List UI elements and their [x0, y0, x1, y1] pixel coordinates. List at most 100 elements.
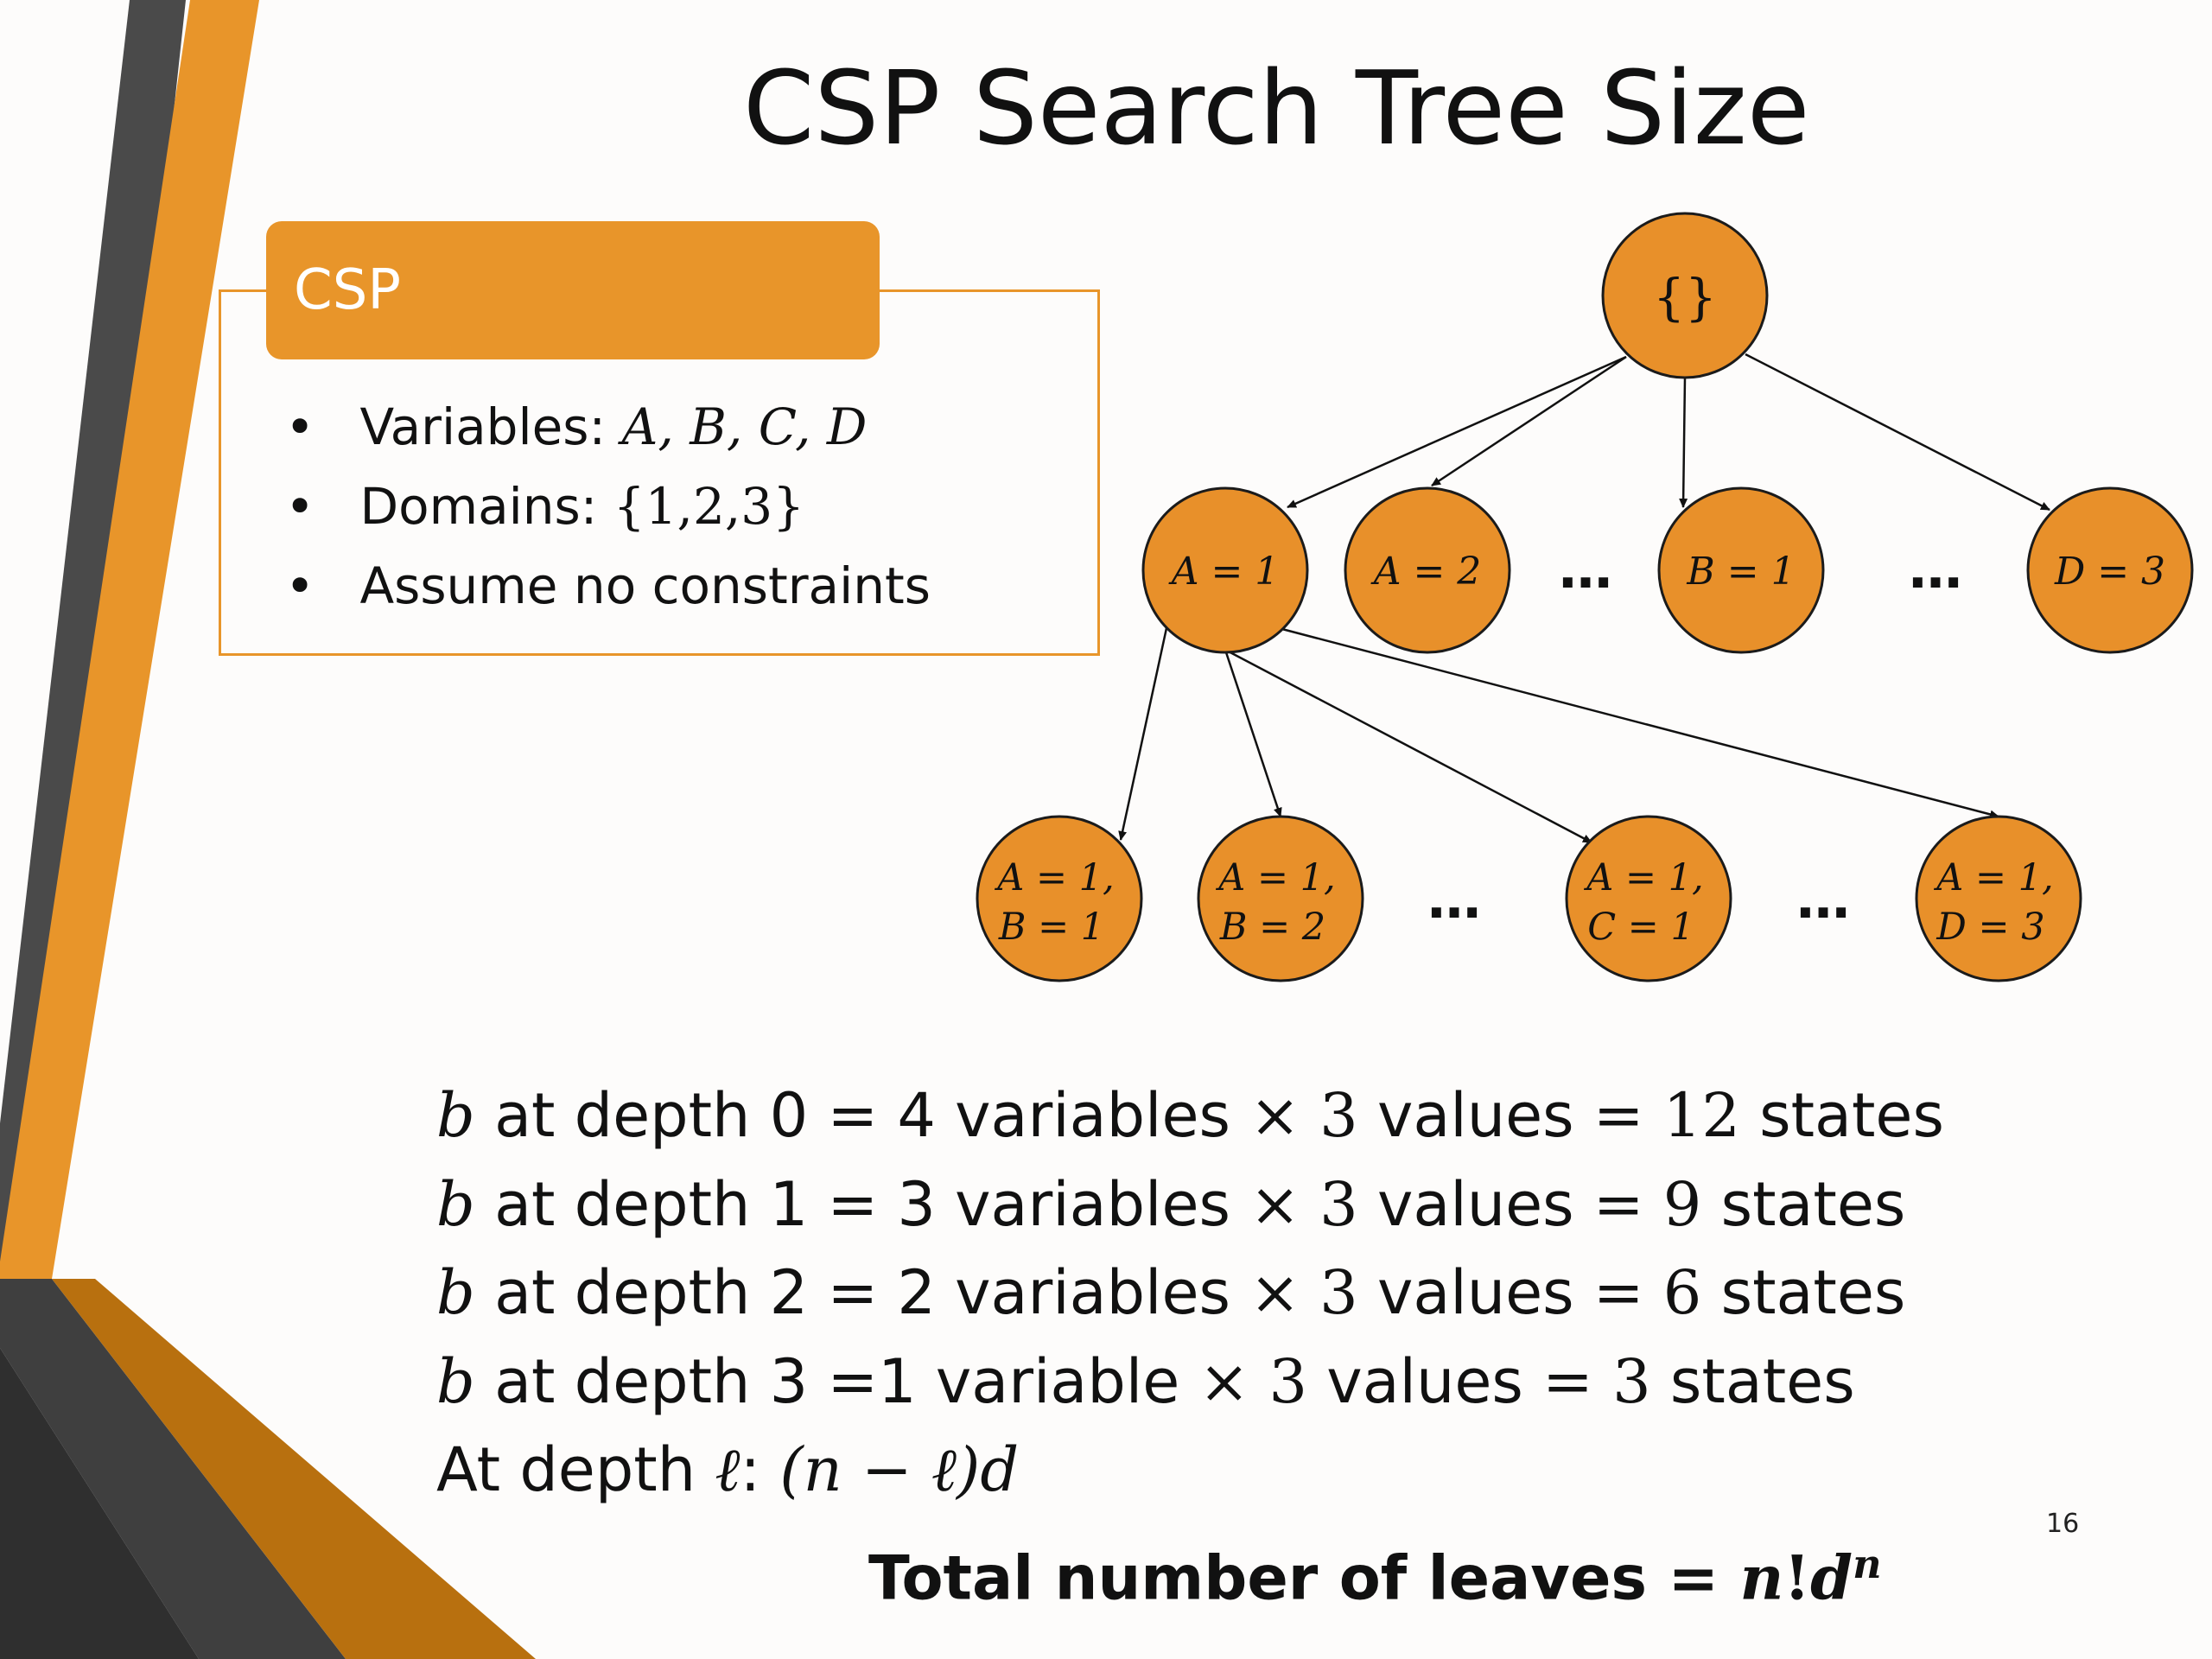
bullet-label: Assume no constraints	[359, 556, 931, 615]
edge-root-a2	[1431, 355, 1627, 487]
equation-text: at depth 0 = 4 variables	[474, 1080, 1250, 1151]
bullet-math: {1,2,3}	[613, 477, 805, 536]
tree-node-d3: D = 3	[2026, 486, 2194, 654]
node-label-line1: A = 1,	[1933, 856, 2053, 899]
general-depth-formula: At depth ℓ: (n − ℓ)d	[436, 1426, 1944, 1515]
node-label-line2: C = 1	[1587, 906, 1694, 949]
formula-colon: :	[740, 1434, 780, 1505]
left-dark-strip	[0, 1348, 199, 1659]
ellipsis: …	[1559, 537, 1612, 601]
tree-node-a1-b1: A = 1, B = 1	[976, 815, 1143, 982]
node-circle	[1141, 486, 1309, 654]
var-d: d	[1810, 1541, 1853, 1614]
value-count: 3	[1319, 1257, 1358, 1328]
node-circle	[1344, 486, 1511, 654]
node-circle	[1565, 815, 1732, 982]
value-count: 3	[1319, 1168, 1358, 1240]
node-label: A = 2	[1370, 550, 1482, 594]
ellipsis: …	[1427, 868, 1481, 931]
states-word: states	[1739, 1080, 1944, 1151]
edge-root-b1	[1679, 377, 1688, 508]
node-label-line2: D = 3	[1936, 906, 2044, 949]
equals-sign: =	[1592, 1080, 1663, 1151]
result-number: 3	[1612, 1345, 1651, 1417]
bronze-wedge	[52, 1279, 536, 1659]
result-number: 9	[1662, 1168, 1702, 1240]
times-sign: ×	[1249, 1080, 1320, 1151]
var-ell: ℓ	[715, 1434, 741, 1505]
equation-depth-1: b at depth 1 = 3 variables × 3 values = …	[436, 1160, 1944, 1249]
total-label: Total number of leaves =	[868, 1542, 1740, 1614]
page-number: 16	[2046, 1509, 2080, 1539]
node-circle	[976, 815, 1143, 982]
var-n: n	[1739, 1541, 1784, 1614]
edge-a1-ad13	[1278, 626, 1999, 819]
node-circle	[1197, 815, 1364, 982]
total-leaves-line: Total number of leaves = n!dn	[868, 1516, 1882, 1625]
bullet-math: A, B, C, D	[621, 397, 868, 456]
result-number: 6	[1662, 1257, 1702, 1328]
equation-text: at depth 1 = 3 variables	[474, 1168, 1250, 1240]
dark-wedge	[0, 1279, 346, 1659]
values-word: values	[1357, 1168, 1593, 1240]
times-sign: ×	[1198, 1345, 1269, 1417]
result-number: 12	[1662, 1080, 1740, 1151]
edge-a1-ab12	[1224, 649, 1282, 817]
node-circle	[1657, 486, 1825, 654]
node-label: D = 3	[2054, 550, 2165, 594]
node-label: B = 1	[1686, 550, 1795, 594]
values-word: values	[1357, 1257, 1593, 1328]
equation-depth-2: b at depth 2 = 2 variables × 3 values = …	[436, 1249, 1944, 1338]
equals-sign: =	[1592, 1257, 1663, 1328]
states-word: states	[1701, 1257, 1906, 1328]
bullet-constraints: Assume no constraints	[285, 546, 931, 626]
orange-stripe	[0, 0, 259, 1279]
factorial-sign: !	[1783, 1541, 1811, 1614]
node-circle	[1601, 212, 1769, 379]
node-circle	[1915, 815, 2082, 982]
ellipsis: …	[1909, 537, 1962, 601]
var-b: b	[436, 1080, 475, 1151]
node-label-line1: A = 1,	[1215, 856, 1335, 899]
tree-node-root: {}	[1601, 212, 1769, 379]
equals-sign: =	[1592, 1168, 1663, 1240]
tree-node-a1-d3: A = 1, D = 3	[1915, 815, 2082, 982]
var-b: b	[436, 1345, 475, 1417]
branching-equations: b at depth 0 = 4 variables × 3 values = …	[436, 1071, 1944, 1515]
edge-root-a1	[1287, 355, 1627, 509]
equation-depth-3: b at depth 3 =1 variable × 3 values = 3 …	[436, 1338, 1944, 1427]
edge-a1-ab11	[1118, 627, 1168, 841]
tree-node-a1-c1: A = 1, C = 1	[1565, 815, 1732, 982]
bullet-label: Domains:	[359, 477, 613, 536]
values-word: values	[1306, 1345, 1543, 1417]
equation-depth-0: b at depth 0 = 4 variables × 3 values = …	[436, 1071, 1944, 1160]
node-label-line2: B = 1	[998, 906, 1104, 949]
formula-expression: (n − ℓ)d	[779, 1434, 1020, 1505]
var-b: b	[436, 1257, 475, 1328]
node-circle	[2026, 486, 2194, 654]
ellipsis: …	[1796, 868, 1850, 931]
csp-box-header: CSP	[266, 221, 880, 359]
states-word: states	[1701, 1168, 1906, 1240]
value-count: 3	[1319, 1080, 1358, 1151]
tree-node-b1: B = 1	[1657, 486, 1825, 654]
equation-text: at depth 2 = 2 variables	[474, 1257, 1250, 1328]
bullet-variables: Variables: A, B, C, D	[285, 387, 931, 467]
times-sign: ×	[1249, 1257, 1320, 1328]
node-label-line2: B = 2	[1219, 906, 1325, 949]
times-sign: ×	[1249, 1168, 1320, 1240]
bullet-label: Variables:	[359, 397, 622, 456]
equals-sign: =	[1542, 1345, 1613, 1417]
edge-root-d3	[1745, 353, 2050, 512]
values-word: values	[1357, 1080, 1593, 1151]
slide-title: CSP Search Tree Size	[743, 48, 1810, 168]
node-label-line1: A = 1,	[994, 856, 1114, 899]
node-label-line1: A = 1,	[1583, 856, 1703, 899]
node-label: {}	[1653, 268, 1717, 327]
equation-text: at depth 3 =1 variable	[474, 1345, 1199, 1417]
node-label: A = 1	[1168, 550, 1280, 594]
tree-node-a2: A = 2	[1344, 486, 1511, 654]
formula-prefix: At depth	[436, 1434, 715, 1505]
